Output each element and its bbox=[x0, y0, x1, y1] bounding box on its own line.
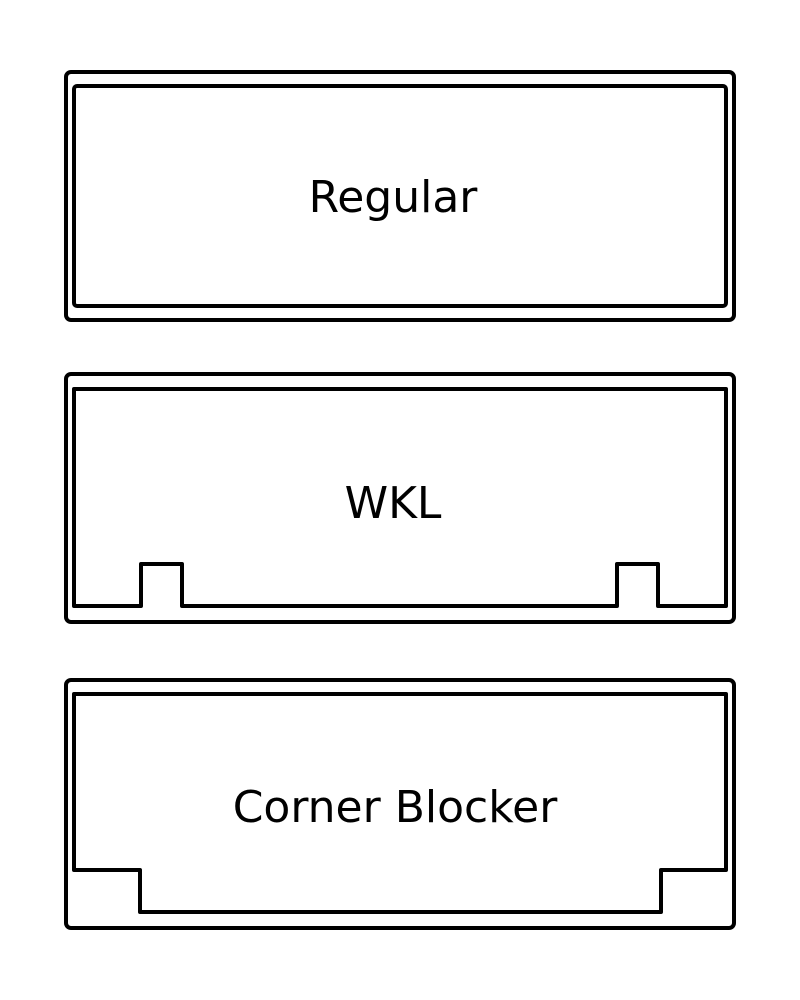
panel-corner-blocker: Corner Blocker bbox=[64, 678, 736, 930]
panel-wkl: WKL bbox=[64, 372, 736, 624]
panel-label: Corner Blocker bbox=[233, 782, 558, 833]
panel-label: WKL bbox=[345, 478, 442, 529]
outer-case-outline bbox=[64, 70, 736, 322]
inner-plate-outline bbox=[72, 692, 728, 914]
panel-regular: Regular bbox=[64, 70, 736, 322]
inner-plate-outline bbox=[72, 84, 728, 308]
inner-plate-outline bbox=[72, 387, 728, 608]
panel-label: Regular bbox=[309, 172, 479, 223]
outer-case-outline bbox=[64, 372, 736, 624]
outer-case-outline bbox=[64, 678, 736, 930]
